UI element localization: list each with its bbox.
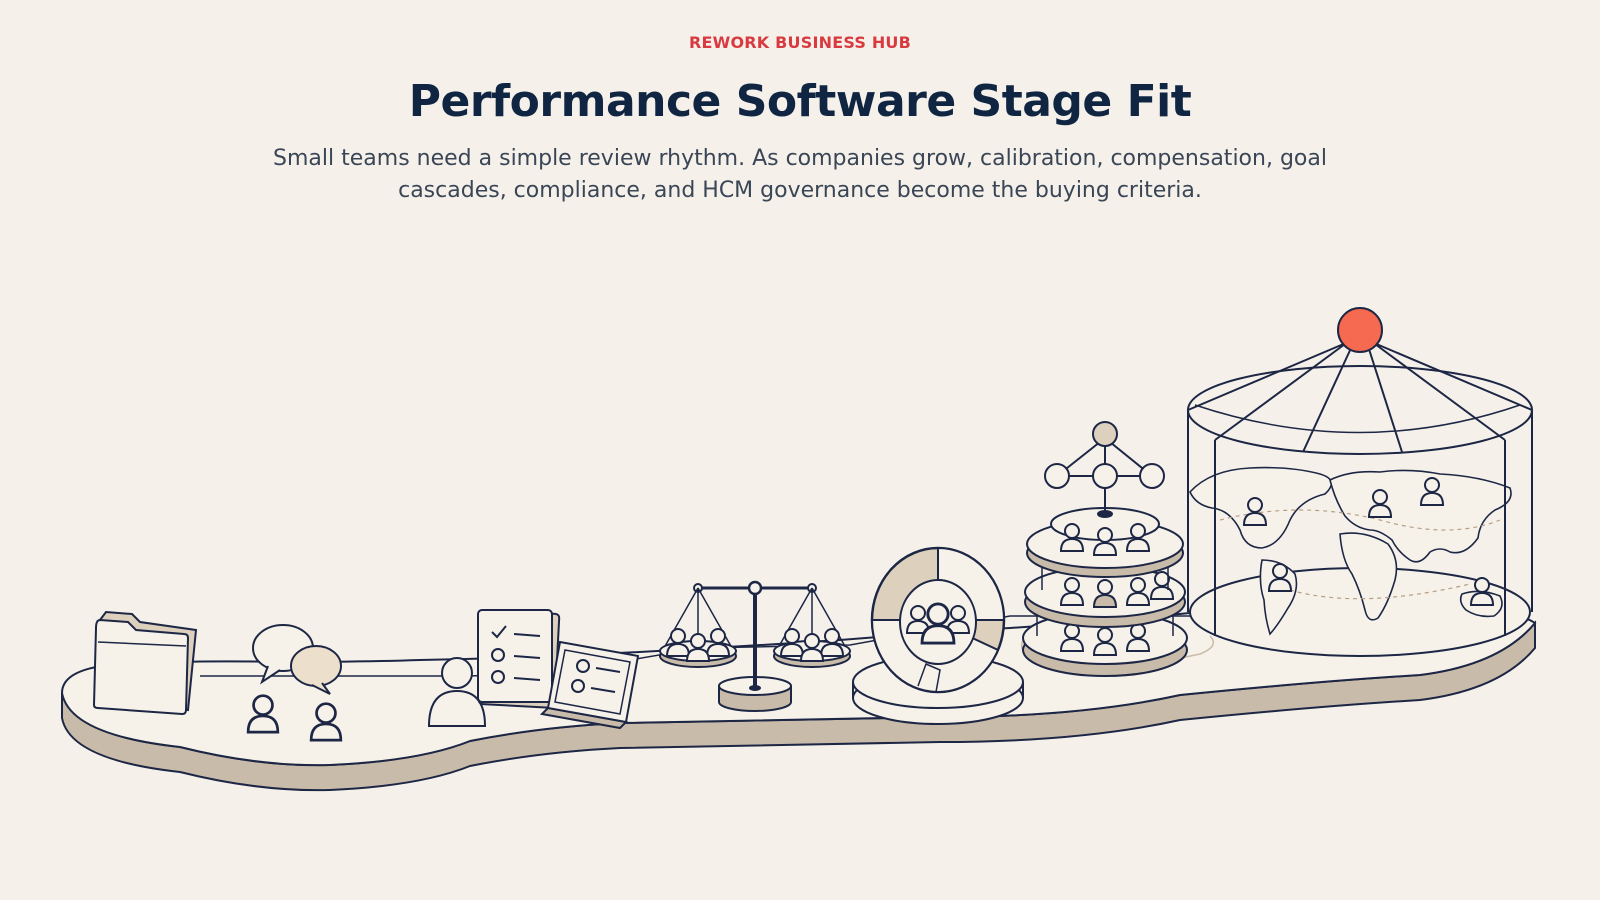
checklist-icon xyxy=(477,609,561,709)
eyebrow-label: REWORK BUSINESS HUB xyxy=(688,33,912,52)
page-title: Performance Software Stage Fit xyxy=(408,76,1192,127)
tablet-checklist-icon xyxy=(539,640,640,730)
donut-chart-icon xyxy=(852,546,1024,725)
org-chart-icon xyxy=(1044,421,1165,518)
globe-dome-icon xyxy=(1187,307,1533,657)
balance-scale-icon xyxy=(659,580,851,712)
person-icon xyxy=(427,657,487,727)
chat-bubbles-icon xyxy=(252,624,342,695)
folder-icon xyxy=(92,610,198,716)
tiered-stand-icon xyxy=(1020,507,1215,677)
page-subtitle: Small teams need a simple review rhythm.… xyxy=(273,146,1327,203)
